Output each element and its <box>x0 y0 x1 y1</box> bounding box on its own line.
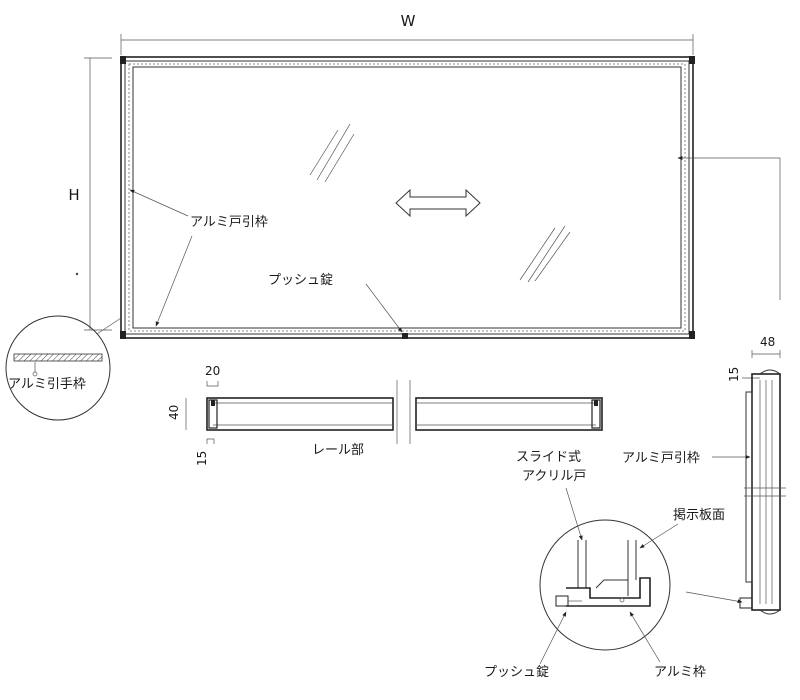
lock-detail: スライド式 アクリル戸 掲示板面 プッシュ錠 アルミ枠 <box>484 450 725 680</box>
alu-frame-label: アルミ枠 <box>654 665 706 680</box>
rail-section: 20 40 15 レール部 <box>167 364 603 466</box>
rail-top-dimension: 20 <box>205 364 220 378</box>
width-dimension: W <box>120 12 694 55</box>
push-lock-marker <box>402 333 408 339</box>
corner-block <box>120 56 126 64</box>
slide-acrylic-label-1: スライド式 <box>516 450 581 465</box>
push-lock-label: プッシュ錠 <box>268 273 333 288</box>
corner-block <box>689 56 695 64</box>
side-width-dimension: 48 <box>760 335 775 349</box>
alu-handle-frame-label: アルミ引手枠 <box>8 377 86 392</box>
side-top-dimension: 15 <box>727 367 741 382</box>
front-view: W H アルミ戸引枠 <box>68 12 695 339</box>
slide-acrylic-label-2: アクリル戸 <box>522 469 586 484</box>
width-label: W <box>401 12 416 30</box>
rail-height-dimension: 40 <box>167 405 181 420</box>
handle-frame-detail: アルミ引手枠 <box>5 315 122 421</box>
side-section: 48 15 アルミ戸引枠 <box>622 156 786 615</box>
board-surface-label: 掲示板面 <box>673 507 725 523</box>
rail-bottom-dimension: 15 <box>195 451 209 466</box>
height-label: H <box>68 186 79 204</box>
corner-block <box>689 331 695 339</box>
push-lock-detail-label: プッシュ錠 <box>484 665 549 680</box>
rail-part-label: レール部 <box>312 443 364 458</box>
side-alu-door-frame-label: アルミ戸引枠 <box>622 451 700 466</box>
slide-direction-arrow <box>395 188 481 218</box>
outer-frame <box>120 56 694 339</box>
alu-door-frame-label: アルミ戸引枠 <box>190 215 268 230</box>
glass-reflection <box>309 123 571 283</box>
corner-block <box>120 331 126 339</box>
height-dimension: H <box>68 57 112 331</box>
